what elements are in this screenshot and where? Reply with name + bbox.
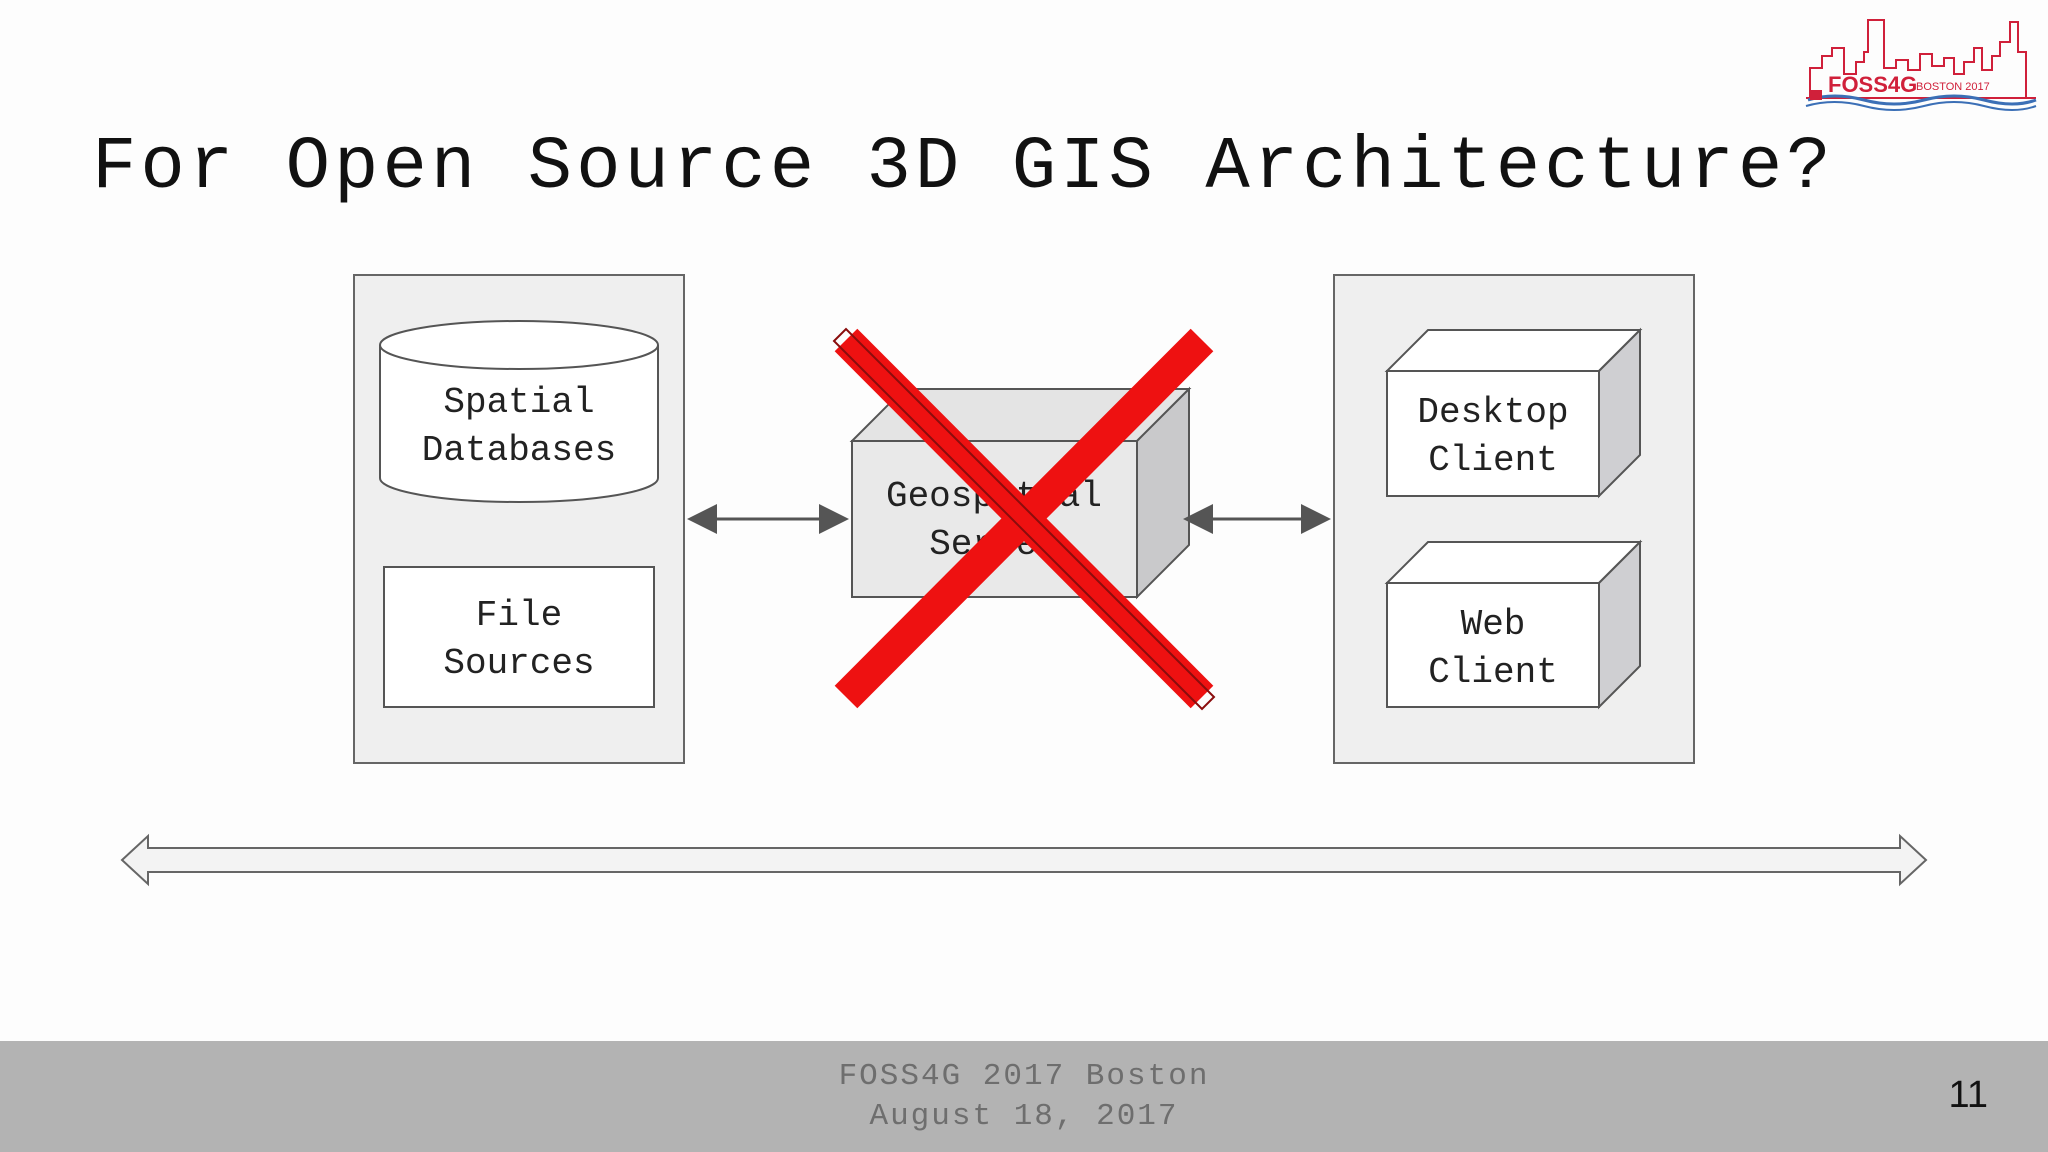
web-client-box: Web Client — [1384, 539, 1643, 710]
desktop-client-label-line1: Desktop — [1417, 392, 1568, 433]
page-number: 11 — [1948, 1074, 1988, 1116]
red-cross-outline — [832, 327, 1216, 711]
spatial-databases-cylinder: Spatial Databases — [379, 320, 659, 503]
red-cross-mark — [834, 328, 1214, 709]
spatial-databases-label-line1: Spatial — [443, 382, 594, 423]
file-sources-box: File Sources — [383, 566, 655, 708]
footer-date: August 18, 2017 — [869, 1099, 1179, 1134]
footer-event: FOSS4G 2017 Boston — [838, 1059, 1210, 1094]
file-sources-label-line2: Sources — [443, 643, 594, 684]
desktop-client-box: Desktop Client — [1384, 327, 1643, 499]
slide-title: For Open Source 3D GIS Architecture? — [92, 126, 1835, 210]
spectrum-double-arrow — [120, 833, 1928, 887]
web-client-label-line2: Client — [1428, 652, 1558, 693]
footer-bar: FOSS4G 2017 Boston August 18, 2017 11 — [0, 1041, 2048, 1152]
spatial-databases-label-line2: Databases — [422, 430, 616, 471]
web-client-label-line1: Web — [1461, 604, 1526, 645]
file-sources-label-line1: File — [476, 595, 562, 636]
desktop-client-label-line2: Client — [1428, 440, 1558, 481]
foss4g-boston-logo: FOSS4G BOSTON 2017 — [1805, 19, 2037, 111]
logo-text: FOSS4G — [1828, 72, 1917, 97]
logo-subtext: BOSTON 2017 — [1916, 81, 1990, 93]
